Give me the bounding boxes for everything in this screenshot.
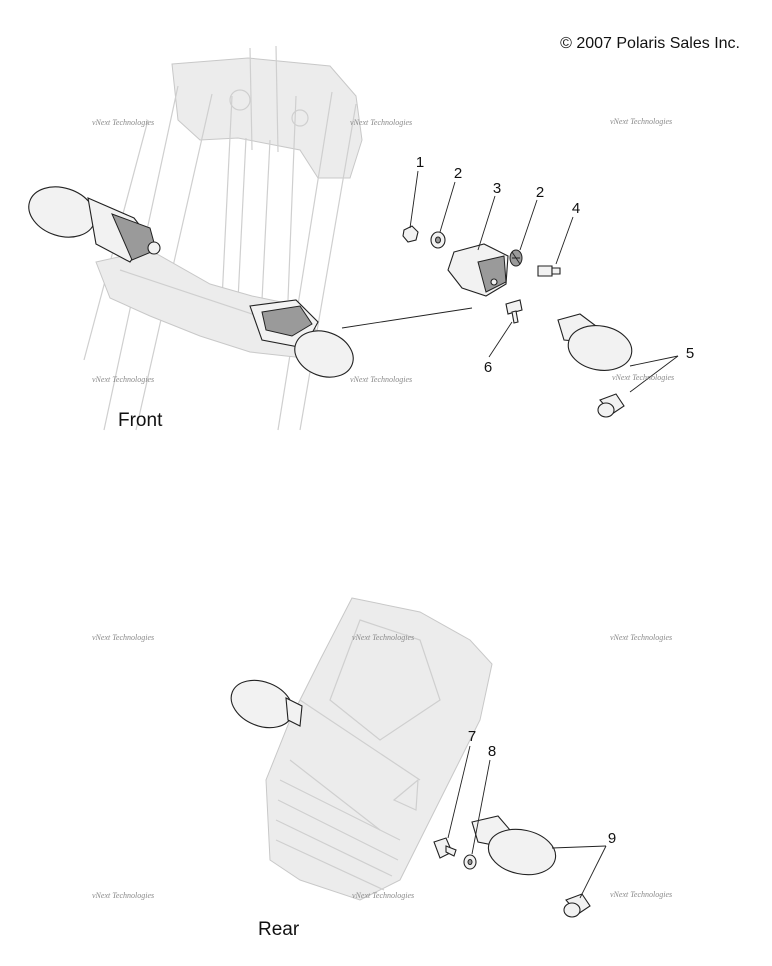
part-9-rear-signal bbox=[471, 815, 557, 876]
watermark: vNext Technologies bbox=[610, 890, 672, 899]
front-right-turn-signal bbox=[249, 299, 354, 378]
callout-5: 5 bbox=[686, 345, 694, 362]
part-2-washer-right bbox=[509, 249, 523, 267]
callout-2-right: 2 bbox=[536, 184, 544, 201]
watermark: vNext Technologies bbox=[350, 118, 412, 127]
part-3-housing bbox=[447, 243, 509, 297]
callout-7: 7 bbox=[468, 728, 476, 745]
exploded-leader-line bbox=[341, 307, 473, 329]
rear-left-turn-signal bbox=[230, 679, 303, 729]
callout-4: 4 bbox=[572, 200, 580, 217]
watermarks: vNext Technologies vNext Technologies vN… bbox=[92, 117, 674, 900]
callout-2-left: 2 bbox=[454, 165, 462, 182]
part-9-bulb bbox=[563, 893, 591, 918]
watermark: vNext Technologies bbox=[352, 633, 414, 642]
watermark: vNext Technologies bbox=[92, 633, 154, 642]
callout-1: 1 bbox=[416, 154, 424, 171]
watermark: vNext Technologies bbox=[610, 633, 672, 642]
part-8-washer bbox=[463, 854, 477, 870]
watermark: vNext Technologies bbox=[92, 891, 154, 900]
callout-9: 9 bbox=[608, 830, 616, 847]
callout-8: 8 bbox=[488, 743, 496, 760]
callout-6: 6 bbox=[484, 359, 492, 376]
front-fork-ghost bbox=[83, 45, 363, 431]
part-6-screw bbox=[505, 299, 523, 324]
part-1-nut bbox=[402, 225, 419, 243]
front-callout-leaders bbox=[409, 170, 679, 393]
part-5-bulb bbox=[597, 393, 625, 418]
watermark: vNext Technologies bbox=[610, 117, 672, 126]
section-label-front: Front bbox=[118, 410, 163, 431]
watermark: vNext Technologies bbox=[92, 375, 154, 384]
part-4-bolt bbox=[537, 265, 561, 277]
section-label-rear: Rear bbox=[258, 919, 300, 940]
watermark: vNext Technologies bbox=[352, 891, 414, 900]
part-2-washer-left bbox=[430, 231, 446, 249]
front-left-turn-signal bbox=[28, 186, 161, 263]
watermark: vNext Technologies bbox=[350, 375, 412, 384]
part-5-front-signal bbox=[557, 313, 633, 371]
callout-3: 3 bbox=[493, 180, 501, 197]
copyright-text: © 2007 Polaris Sales Inc. bbox=[560, 35, 740, 52]
rear-fender-ghost bbox=[265, 597, 493, 901]
rear-callout-leaders bbox=[447, 745, 607, 899]
watermark: vNext Technologies bbox=[612, 373, 674, 382]
part-7-screw bbox=[433, 837, 457, 859]
watermark: vNext Technologies bbox=[92, 118, 154, 127]
